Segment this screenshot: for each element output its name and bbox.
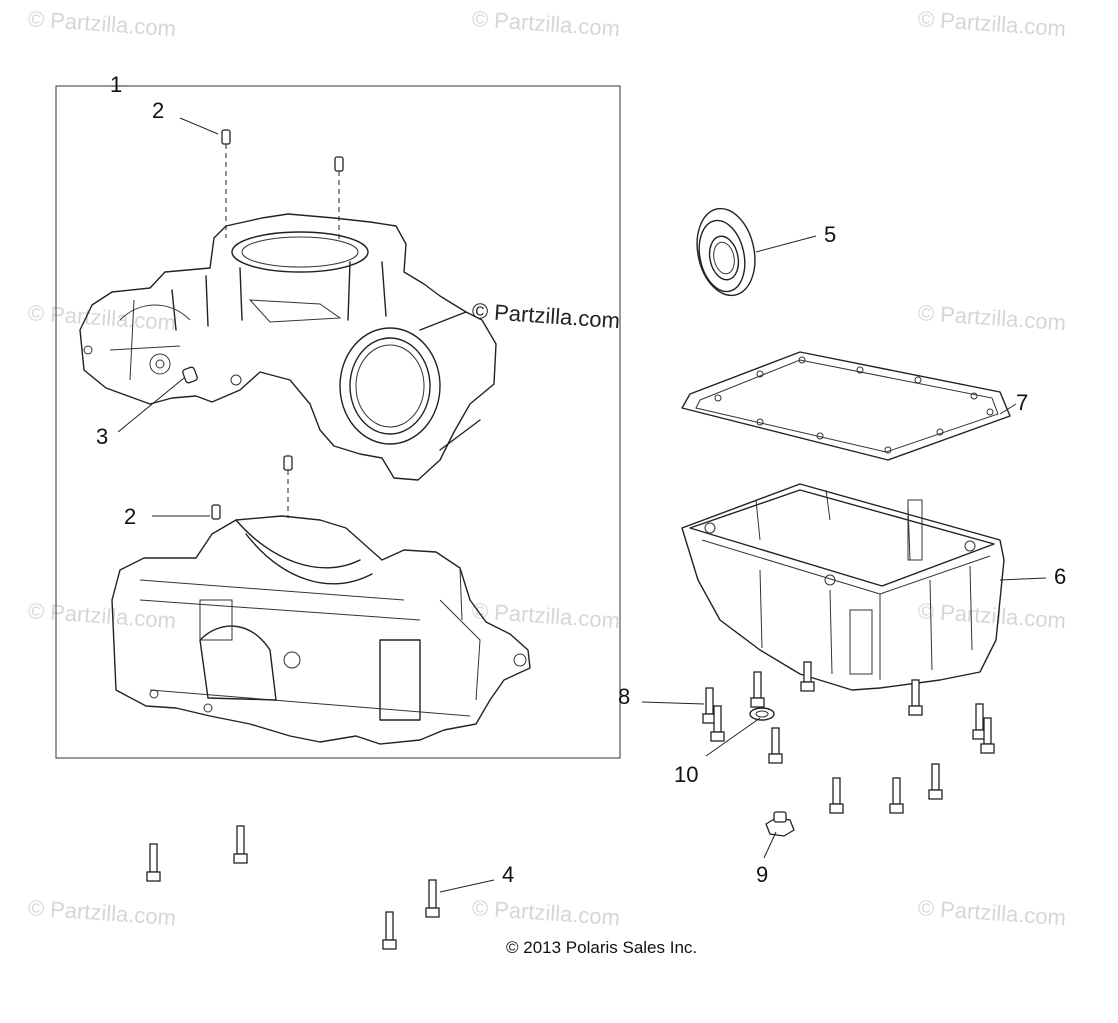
callout-2-lower: 2: [124, 504, 137, 529]
dowel-pin-upper-right: [334, 156, 344, 240]
crankcase-bolts: [146, 825, 440, 950]
callout-7: 7: [1016, 390, 1029, 415]
callout-2-upper: 2: [152, 98, 165, 123]
leader-lines: [110, 85, 1047, 893]
dowel-pin-upper-left: [221, 129, 231, 238]
callout-5: 5: [824, 222, 837, 247]
dowel-pin-lower-right: [283, 455, 293, 518]
assembly-frame: [55, 85, 621, 759]
callout-3: 3: [96, 424, 109, 449]
seal-5: [696, 207, 756, 297]
oil-pan-gasket: [681, 351, 1011, 461]
plug-3: [182, 366, 198, 384]
oil-pan: [681, 483, 1005, 691]
callout-6: 6: [1054, 564, 1067, 589]
drain-plug-9: [765, 811, 795, 837]
callout-8: 8: [618, 684, 631, 709]
washer-10: [749, 707, 775, 721]
dowel-pin-lower-left: [211, 504, 221, 520]
callout-9: 9: [756, 862, 769, 887]
callout-1: 1: [110, 72, 123, 97]
lower-crankcase: [111, 515, 531, 745]
callout-10: 10: [674, 762, 699, 787]
oil-pan-bolts: [702, 661, 995, 814]
callout-4: 4: [502, 862, 515, 887]
copyright-text: © 2013 Polaris Sales Inc.: [506, 938, 698, 957]
upper-crankcase: [79, 213, 497, 481]
